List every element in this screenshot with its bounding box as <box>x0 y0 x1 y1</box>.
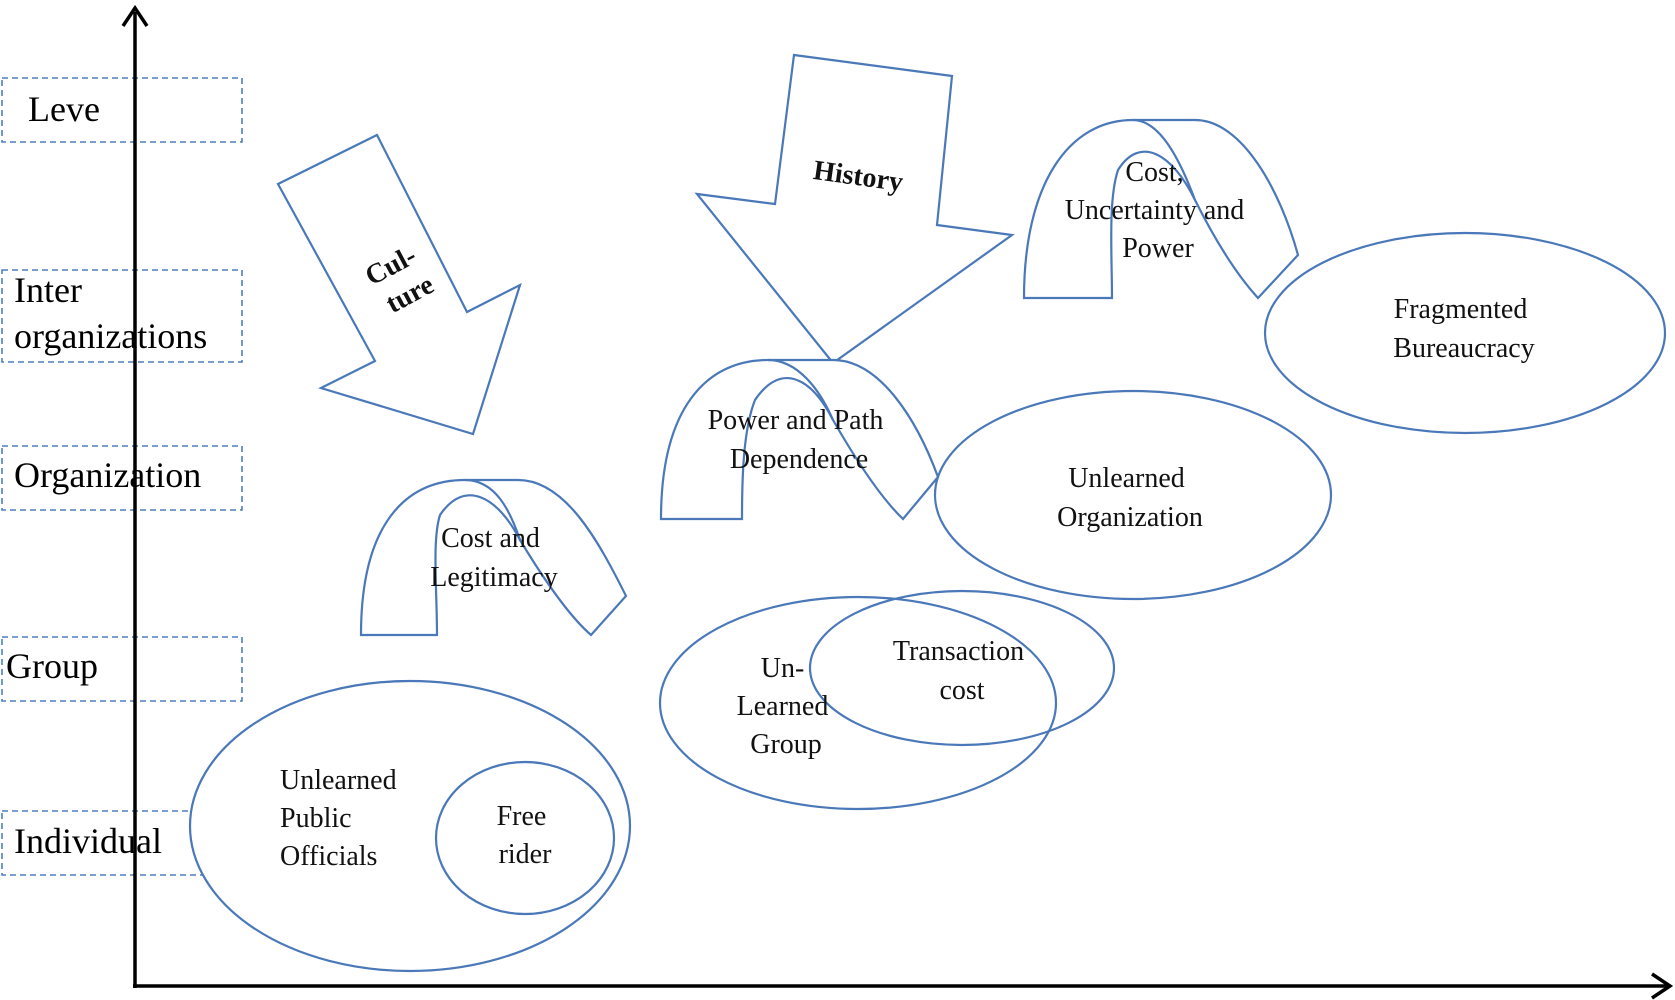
ellipse-unlearned-group <box>658 595 1058 811</box>
level-box-organization <box>1 445 243 511</box>
level-label-organization: Organization <box>14 455 201 495</box>
x-axis-arrowhead <box>1651 972 1674 1000</box>
unlearned-organization-label: Unlearned Organization <box>1057 463 1203 533</box>
culture-arrow <box>276 133 522 436</box>
cost-uncertainty-label: Cost, Uncertainty and Power <box>1065 157 1252 264</box>
level-box-group <box>1 636 243 702</box>
arch-power-path <box>659 358 940 521</box>
level-box-leve <box>1 77 243 143</box>
arch-cost-uncertainty <box>1022 118 1300 300</box>
level-label-interorganizations: Inter organizations <box>14 270 207 356</box>
unlearned-public-officials-label: Unlearned Public Officials <box>280 765 404 872</box>
level-label-group: Group <box>6 646 98 686</box>
level-box-interorganizations <box>1 269 243 363</box>
arch-cost-legitimacy <box>359 478 628 637</box>
level-label-individual: Individual <box>14 821 162 861</box>
power-path-label: Power and Path Dependence <box>708 405 891 475</box>
ellipse-unlearned-public-officials <box>188 679 632 973</box>
unlearned-group-label: Un- Learned Group <box>737 653 836 760</box>
ellipse-unlearned-organization <box>933 389 1333 601</box>
history-arrow <box>694 53 1015 365</box>
ellipse-free-rider <box>434 760 616 916</box>
fragmented-bureaucracy-label: Fragmented Bureaucracy <box>1393 294 1534 364</box>
free-rider-label: Free rider <box>497 801 554 870</box>
transaction-cost-label: Transaction cost <box>893 636 1031 706</box>
level-label-leve: Leve <box>28 89 100 129</box>
cost-legitimacy-label: Cost and Legitimacy <box>430 523 558 593</box>
y-axis-arrowhead <box>121 4 149 27</box>
ellipse-transaction-cost <box>808 589 1116 747</box>
ellipse-fragmented-bureaucracy <box>1263 231 1667 435</box>
